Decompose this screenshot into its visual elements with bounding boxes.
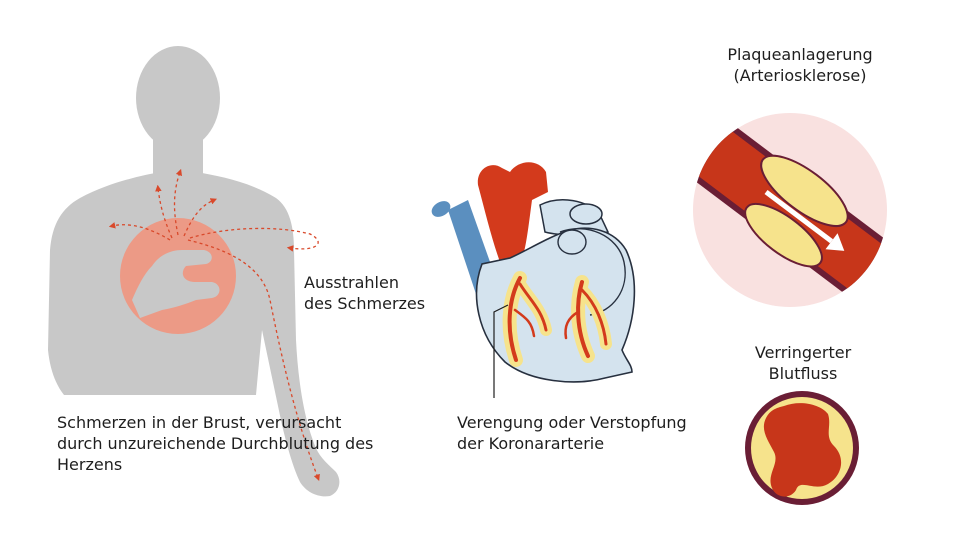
human-silhouette-icon: [48, 46, 340, 497]
pain-radiation-label: Ausstrahlen des Schmerzes: [304, 273, 426, 313]
chest-pain-label: Schmerzen in der Brust, verursacht durch…: [57, 413, 374, 474]
coronary-narrowing-label: Verengung oder Verstopfung der Koronarar…: [457, 413, 687, 453]
artery-cross-section-icon: [745, 391, 859, 505]
reduced-flow-label: Verringerter Blutfluss: [754, 343, 852, 383]
plaque-label: Plaqueanlagerung (Arteriosklerose): [727, 45, 873, 85]
artery-longitudinal-icon: [693, 113, 887, 307]
pain-radiation-arrows: [108, 168, 320, 482]
hand-on-chest-icon: [132, 250, 220, 318]
heart-icon: [431, 162, 636, 398]
